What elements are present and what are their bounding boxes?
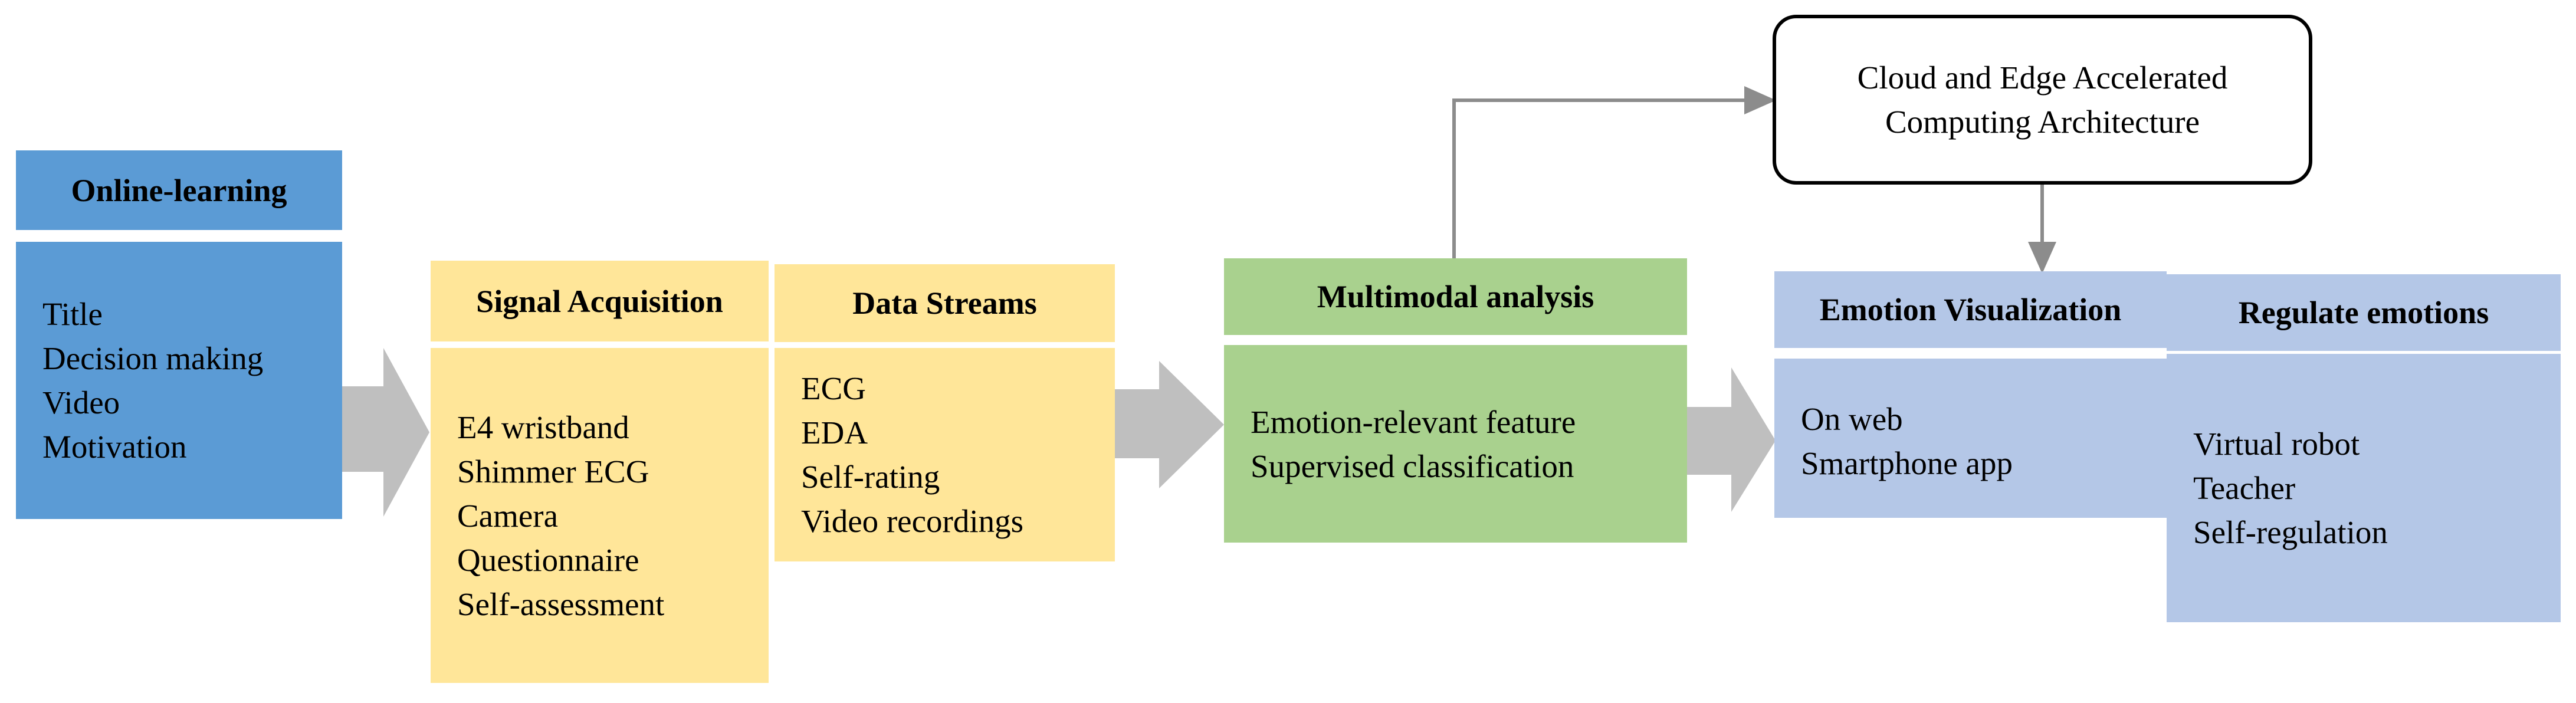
signal-acquisition-item: Self-assessment <box>457 586 665 622</box>
cloud-edge-box: Cloud and Edge Accelerated Computing Arc… <box>1773 15 2312 185</box>
signal-acquisition-item: Shimmer ECG <box>457 453 649 490</box>
signal-acquisition-item: Questionnaire <box>457 541 639 578</box>
online-learning-item: Motivation <box>42 429 187 465</box>
multimodal-analysis-body: Emotion-relevant feature Supervised clas… <box>1224 345 1687 543</box>
data-streams-title: Data Streams <box>852 285 1037 321</box>
cloud-edge-line: Cloud and Edge Accelerated <box>1857 60 2228 96</box>
signal-acquisition-item: Camera <box>457 497 559 534</box>
regulate-emotions-item: Virtual robot <box>2193 426 2360 462</box>
multimodal-analysis-item: Emotion-relevant feature <box>1251 403 1576 440</box>
emotion-visualization-item: On web <box>1801 401 1903 437</box>
multimodal-analysis-item: Supervised classification <box>1251 448 1574 484</box>
block-arrow-1 <box>341 348 429 517</box>
online-learning-body: Title Decision making Video Motivation <box>16 242 342 519</box>
data-streams-item: ECG <box>801 370 866 406</box>
online-learning-item: Video <box>42 385 120 421</box>
data-streams-item: EDA <box>801 415 868 451</box>
data-streams-item: Video recordings <box>801 503 1023 539</box>
emotion-visualization-header: Emotion Visualization <box>1774 271 2167 348</box>
emotion-visualization-item: Smartphone app <box>1801 445 2013 481</box>
regulate-emotions-header: Regulate emotions <box>2167 274 2561 351</box>
signal-acquisition-header: Signal Acquisition <box>431 261 769 341</box>
block-arrow-2 <box>1115 361 1224 488</box>
emotion-visualization-title: Emotion Visualization <box>1819 292 2122 327</box>
block-arrow-3 <box>1684 367 1776 512</box>
cloud-edge-line: Computing Architecture <box>1885 104 2200 140</box>
signal-acquisition-body: E4 wristband Shimmer ECG Camera Question… <box>431 348 769 683</box>
emotion-visualization-body: On web Smartphone app <box>1774 359 2167 518</box>
regulate-emotions-body: Virtual robot Teacher Self-regulation <box>2167 354 2561 622</box>
online-learning-header: Online-learning <box>16 150 342 230</box>
online-learning-item: Title <box>42 296 103 332</box>
signal-acquisition-item: E4 wristband <box>457 409 629 445</box>
multimodal-analysis-title: Multimodal analysis <box>1317 279 1594 314</box>
regulate-emotions-title: Regulate emotions <box>2238 295 2489 330</box>
online-learning-item: Decision making <box>42 340 264 376</box>
signal-acquisition-title: Signal Acquisition <box>476 283 723 319</box>
connector-to-cloud <box>1452 86 1776 258</box>
regulate-emotions-item: Teacher <box>2193 470 2296 506</box>
data-streams-body: ECG EDA Self-rating Video recordings <box>775 348 1115 561</box>
online-learning-title: Online-learning <box>71 172 287 208</box>
data-streams-header: Data Streams <box>775 264 1115 342</box>
data-streams-item: Self-rating <box>801 459 940 495</box>
regulate-emotions-item: Self-regulation <box>2193 514 2388 550</box>
multimodal-analysis-header: Multimodal analysis <box>1224 258 1687 335</box>
